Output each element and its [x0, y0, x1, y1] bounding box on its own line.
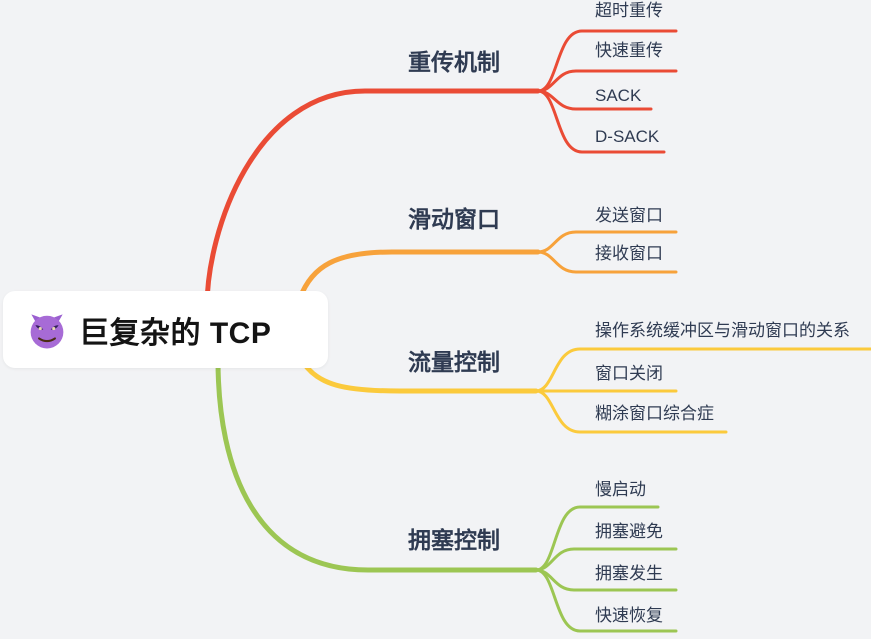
child-label-congestion-avoidance[interactable]: 拥塞避免: [595, 522, 663, 541]
child-label-d-sack[interactable]: D-SACK: [595, 127, 660, 146]
child-label-fast-retransmit[interactable]: 快速重传: [595, 41, 663, 60]
branch-label-flow-control[interactable]: 流量控制: [408, 349, 500, 375]
root-title: 巨复杂的 TCP: [79, 316, 272, 350]
branch-label-congestion-control[interactable]: 拥塞控制: [408, 527, 500, 553]
branch-lines-flow-control: [300, 347, 871, 434]
branch-lines-retransmission: [204, 29, 678, 310]
child-label-window-close[interactable]: 窗口关闭: [595, 364, 663, 383]
child-label-os-buffer-relation[interactable]: 操作系统缓冲区与滑动窗口的关系: [595, 321, 850, 340]
branch-lines-congestion-control: [215, 357, 678, 633]
child-line: [534, 347, 871, 393]
child-label-sack[interactable]: SACK: [595, 86, 642, 105]
child-line: [534, 568, 678, 633]
child-line: [536, 89, 666, 154]
child-label-silly-window-syndrome[interactable]: 糊涂窗口综合症: [595, 404, 714, 423]
child-label-send-window[interactable]: 发送窗口: [595, 206, 663, 225]
child-label-receive-window[interactable]: 接收窗口: [595, 244, 663, 263]
branch-label-retransmission[interactable]: 重传机制: [408, 49, 500, 75]
child-label-timeout-retransmit[interactable]: 超时重传: [595, 1, 663, 20]
child-line: [534, 389, 728, 434]
branch-lines-sliding-window: [297, 230, 678, 301]
devil-emoji-icon: [28, 311, 66, 349]
child-label-congestion-occurs[interactable]: 拥塞发生: [595, 564, 663, 583]
child-line: [536, 29, 678, 93]
branch-main-line: [204, 88, 541, 310]
child-label-slow-start[interactable]: 慢启动: [595, 480, 646, 499]
child-line: [536, 250, 678, 274]
root-node[interactable]: 巨复杂的 TCP: [3, 291, 328, 368]
branch-main-line: [297, 249, 541, 301]
branch-main-line: [300, 359, 539, 394]
branch-main-line: [215, 357, 539, 573]
child-label-fast-recovery[interactable]: 快速恢复: [595, 606, 663, 625]
branch-label-sliding-window[interactable]: 滑动窗口: [408, 206, 500, 232]
